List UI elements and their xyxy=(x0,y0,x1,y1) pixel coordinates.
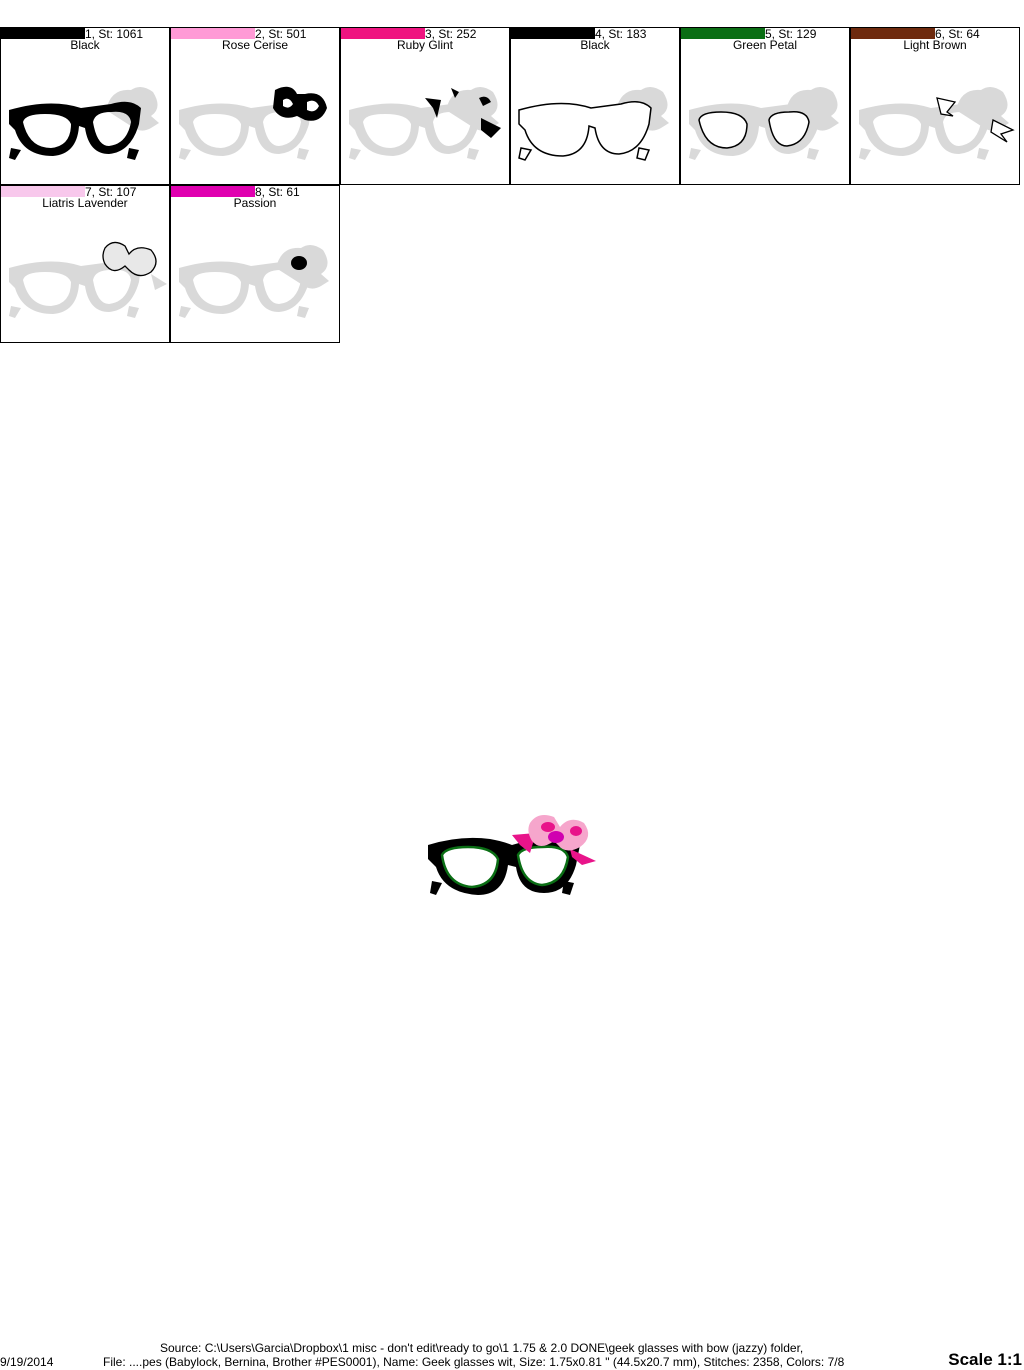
thread-color-name: Black xyxy=(70,38,100,52)
step-stitch-count: 5, St: 129 xyxy=(765,27,817,41)
step-cell-7: 7, St: 107 Liatris Lavender xyxy=(0,185,170,343)
step-cell-1: 1, St: 1061 Black xyxy=(0,27,170,185)
step-cell-2: 2, St: 501 Rose Cerise xyxy=(170,27,340,185)
step-thumbnail xyxy=(349,86,501,160)
step-cell-3: 3, St: 252 Ruby Glint xyxy=(340,27,510,185)
step-stitch-count: 8, St: 61 xyxy=(255,185,300,199)
step-thumbnail xyxy=(859,86,1015,160)
step-thumbnail xyxy=(179,86,327,160)
step-cell-6: 6, St: 64 Light Brown xyxy=(850,27,1020,185)
thread-color-name: Passion xyxy=(233,196,277,210)
color-swatch xyxy=(1,186,85,197)
thread-color-name: Light Brown xyxy=(903,38,967,52)
step-thumbnail xyxy=(9,86,159,160)
thread-color-name: Liatris Lavender xyxy=(42,196,128,210)
color-swatch xyxy=(171,28,255,39)
step-stitch-count: 7, St: 107 xyxy=(85,185,137,199)
file-info-text: File: ....pes (Babylock, Bernina, Brothe… xyxy=(103,1355,845,1369)
step-cell-4: 4, St: 183 Black xyxy=(510,27,680,185)
thread-color-name: Black xyxy=(580,38,610,52)
design-preview xyxy=(428,815,596,895)
color-swatch xyxy=(1,28,85,39)
step-stitch-count: 6, St: 64 xyxy=(935,27,980,41)
source-path-text: Source: C:\Users\Garcia\Dropbox\1 misc -… xyxy=(160,1341,804,1355)
color-swatch xyxy=(851,28,935,39)
step-stitch-count: 1, St: 1061 xyxy=(85,27,144,41)
color-swatch xyxy=(681,28,765,39)
print-date: 9/19/2014 xyxy=(0,1355,54,1369)
step-stitch-count: 4, St: 183 xyxy=(595,27,647,41)
thread-color-name: Green Petal xyxy=(732,38,798,52)
step-stitch-count: 2, St: 501 xyxy=(255,27,307,41)
scale-label: Scale 1:1 xyxy=(948,1350,1022,1369)
color-swatch xyxy=(341,28,425,39)
color-swatch xyxy=(511,28,595,39)
thread-color-name: Rose Cerise xyxy=(221,38,289,52)
step-thumbnail xyxy=(179,244,329,318)
thread-color-name: Ruby Glint xyxy=(396,38,454,52)
color-swatch xyxy=(171,186,255,197)
step-cell-8: 8, St: 61 Passion xyxy=(170,185,340,343)
step-thumbnail xyxy=(518,86,669,161)
step-stitch-count: 3, St: 252 xyxy=(425,27,477,41)
step-thumbnail xyxy=(9,241,167,318)
step-thumbnail xyxy=(689,86,839,160)
step-cell-5: 5, St: 129 Green Petal xyxy=(680,27,850,185)
